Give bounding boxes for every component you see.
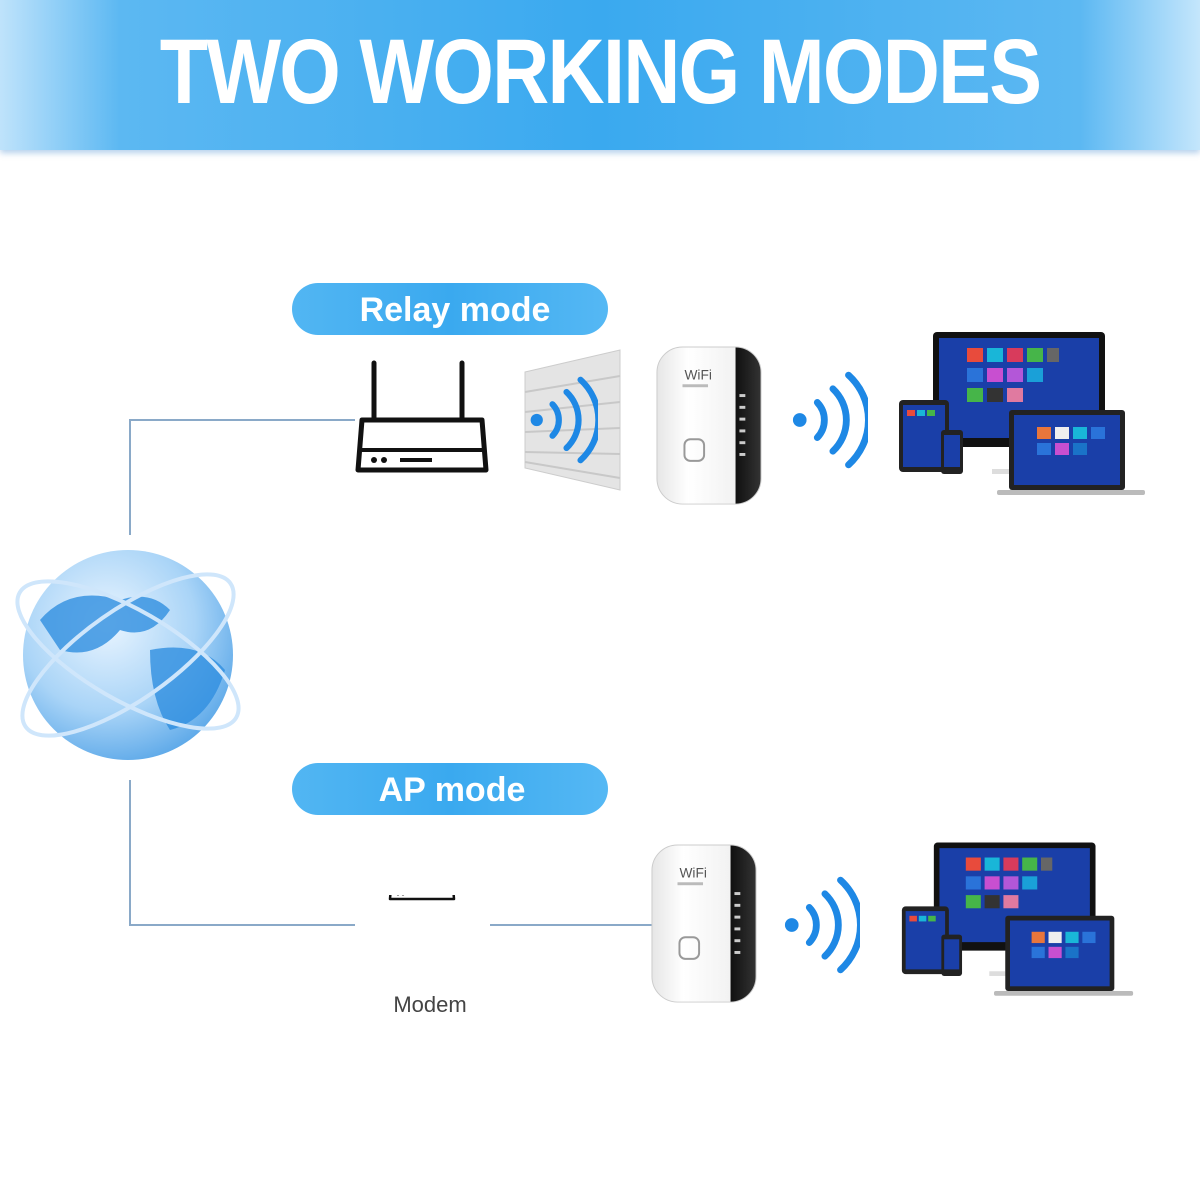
wifi-waves-icon xyxy=(785,880,860,970)
connection-lines xyxy=(129,419,655,926)
relay-mode-label: Relay mode xyxy=(360,291,551,329)
page-title: TWO WORKING MODES xyxy=(159,21,1042,123)
router-icon xyxy=(358,363,486,470)
modem-icon xyxy=(390,846,454,900)
devices-icon xyxy=(899,332,1145,495)
globe-icon xyxy=(15,550,241,760)
wifi-extender-icon xyxy=(655,345,763,506)
wifi-waves-icon xyxy=(793,375,868,465)
header-banner: TWO WORKING MODES xyxy=(0,0,1200,150)
ap-mode-pill: AP mode xyxy=(292,763,608,815)
wifi-extender-icon xyxy=(650,843,758,1004)
ap-mode-label: AP mode xyxy=(379,771,526,809)
modem-label: Modem xyxy=(393,992,466,1017)
devices-icon xyxy=(901,842,1134,996)
brick-wall-icon xyxy=(524,349,621,491)
relay-mode-pill: Relay mode xyxy=(292,283,608,335)
